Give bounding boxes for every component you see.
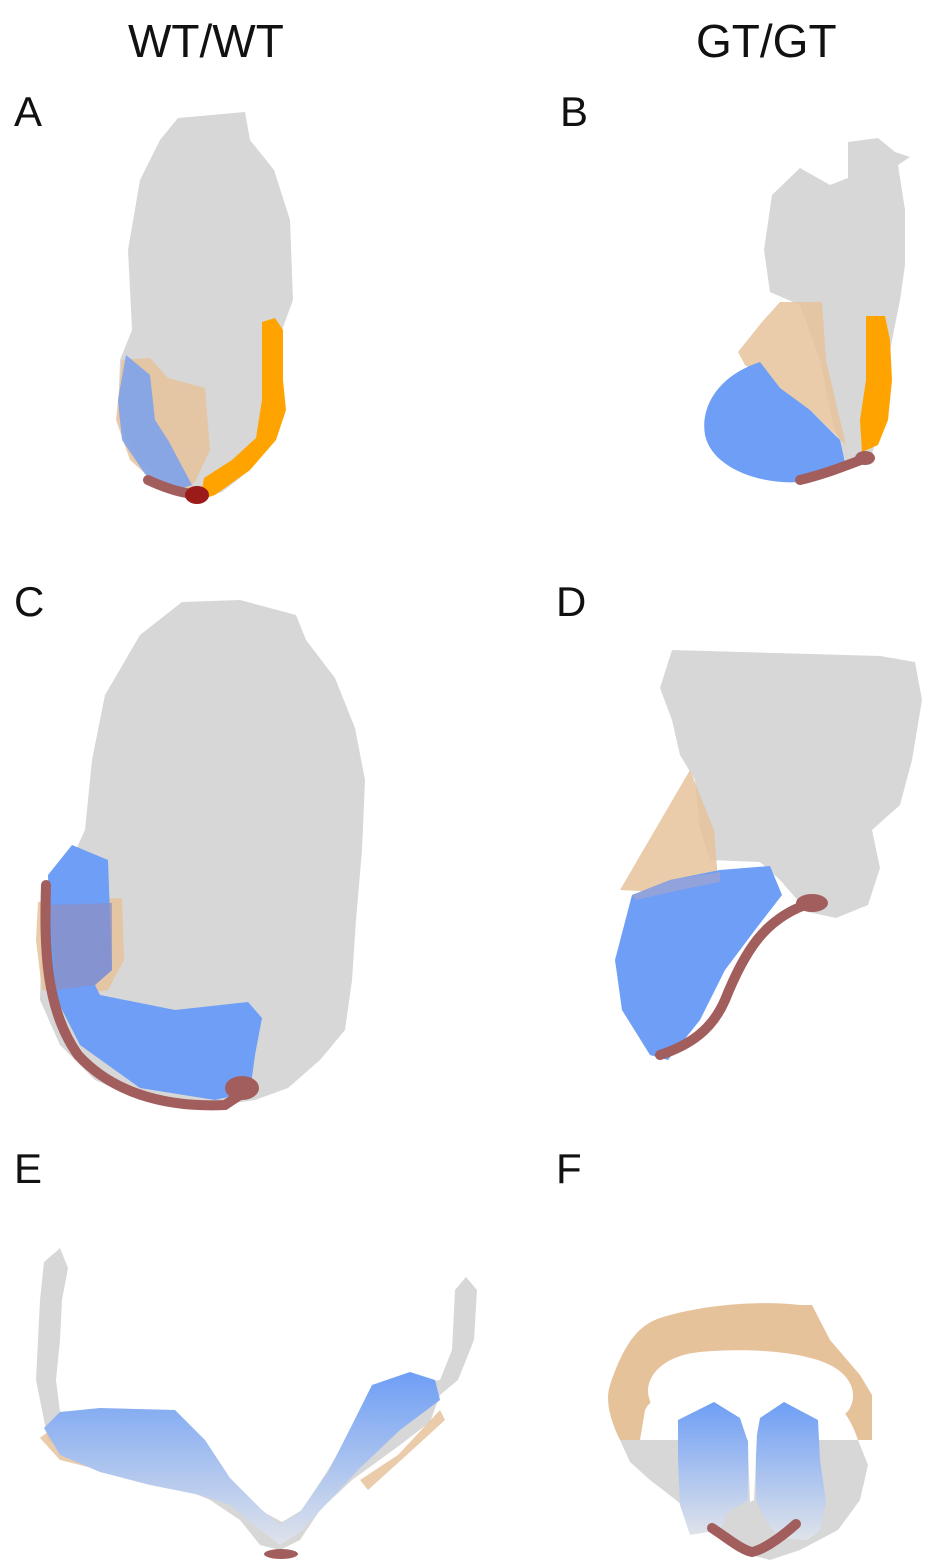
panel-b-drawing (704, 138, 910, 482)
panel-c-maroon-dot (225, 1076, 259, 1100)
panel-c-drawing (36, 600, 365, 1108)
panel-a-drawing (116, 112, 293, 504)
panel-d-maroon-dot (796, 894, 828, 912)
panel-e-maroon-dot (264, 1549, 298, 1559)
panel-f-drawing (608, 1303, 872, 1560)
panel-e-drawing (36, 1248, 477, 1559)
panel-d-drawing (615, 650, 922, 1060)
panel-a-dark-red-dot (185, 486, 209, 504)
panel-b-maroon-dot (855, 451, 875, 465)
panel-f-blue-right-lobe (756, 1402, 826, 1540)
panel-c-overlap-region (50, 903, 112, 990)
